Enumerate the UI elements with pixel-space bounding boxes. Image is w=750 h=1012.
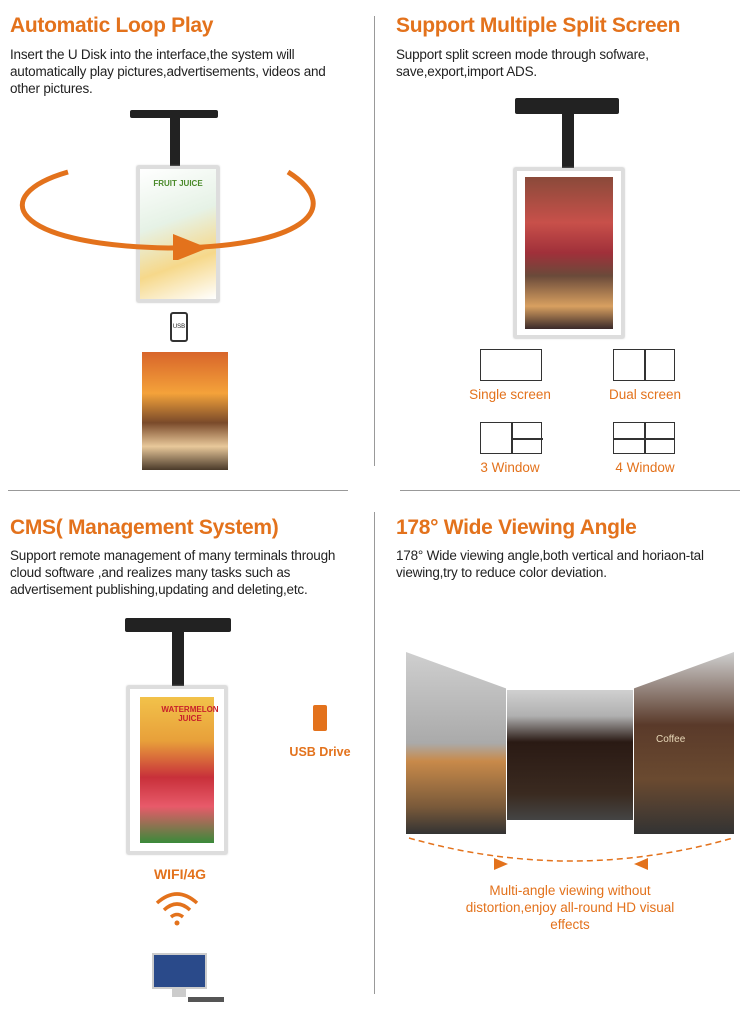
layout-4-window-icon bbox=[613, 422, 675, 454]
loop-title: Automatic Loop Play bbox=[10, 14, 214, 37]
layout-single-label: Single screen bbox=[469, 387, 551, 402]
cms-desc: Support remote management of many termin… bbox=[10, 548, 336, 597]
divider-horizontal-left bbox=[8, 490, 348, 491]
usb-drive-icon bbox=[313, 705, 327, 731]
usb-stick-icon: USB bbox=[170, 312, 188, 342]
cms-title: CMS( Management System) bbox=[10, 516, 279, 539]
layout-dual-label: Dual screen bbox=[608, 387, 682, 402]
divider-horizontal-right bbox=[400, 490, 740, 491]
divider-vertical-bottom bbox=[374, 512, 375, 994]
wifi-label: WIFI/4G bbox=[153, 866, 207, 882]
angle-title: 178° Wide Viewing Angle bbox=[396, 516, 637, 539]
layout-4-window-label: 4 Window bbox=[615, 460, 675, 475]
layout-3-window-icon bbox=[480, 422, 543, 454]
split-title: Support Multiple Split Screen bbox=[396, 14, 681, 37]
cms-screen-title: WATERMELON JUICE bbox=[161, 705, 219, 723]
coffee-grinder-label: Coffee bbox=[656, 734, 686, 745]
angle-caption: Multi-angle viewing without distortion,e… bbox=[465, 883, 675, 932]
layout-dual-icon bbox=[613, 349, 675, 381]
layout-single-icon bbox=[480, 349, 542, 381]
rotation-arrow-icon bbox=[19, 169, 316, 260]
wifi-icon bbox=[155, 892, 199, 926]
divider-vertical-top bbox=[374, 16, 375, 466]
viewing-angle-arrow-icon bbox=[408, 837, 734, 870]
layout-3-window-label: 3 Window bbox=[480, 460, 540, 475]
angle-desc: 178° Wide viewing angle,both vertical an… bbox=[396, 548, 704, 580]
food-photo bbox=[142, 352, 228, 470]
split-desc: Support split screen mode through sofwar… bbox=[396, 47, 649, 79]
loop-screen-title: FRUIT JUICE bbox=[153, 179, 203, 188]
usb-drive-label: USB Drive bbox=[289, 745, 351, 759]
loop-desc: Insert the U Disk into the interface,the… bbox=[10, 47, 326, 96]
